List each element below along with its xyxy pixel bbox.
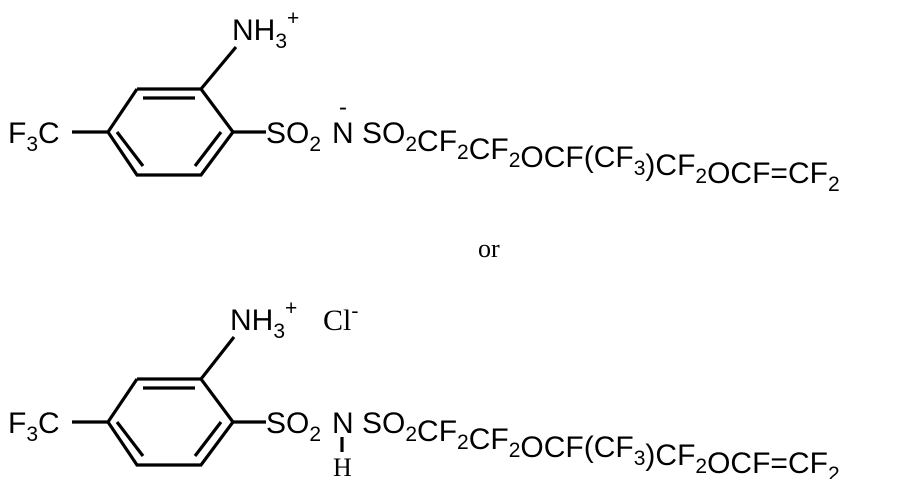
chain-segment: OCF=CF: [707, 447, 828, 479]
ammonium-group: NH3+: [232, 7, 299, 53]
chain-segment: OCF(CF: [520, 431, 633, 464]
nitrogen-negative-charge: -: [339, 94, 347, 121]
sulfonyl-group: SO2: [266, 117, 321, 156]
chain-subscript: 3: [634, 447, 646, 470]
ring-2-inner-bond-right: [193, 421, 223, 457]
chloride-counterion: Cl-: [323, 298, 358, 337]
chain-subscript: 2: [509, 149, 521, 172]
structure-1-anion: NH3+ F3C SO2 N - SO2CF2CF2OCF(CF3)CF2OCF…: [8, 7, 840, 196]
chain-segment: OCF(CF: [520, 141, 633, 174]
chain-segment: CF: [469, 133, 509, 166]
structure-1-benzene-ring: [106, 87, 235, 177]
chain-segment: SO: [362, 117, 405, 150]
chain-segment: )CF: [645, 439, 695, 472]
trifluoromethyl-group: F3C: [8, 407, 60, 446]
bond-ring2-to-nh3: [199, 336, 236, 380]
chain-subscript: 2: [828, 173, 840, 196]
structure-2-hydrochloride: NH3+ Cl- F3C SO2 N H SO2CF2CF2OCF(CF3)CF…: [8, 297, 840, 484]
chain-subscript: 2: [695, 165, 707, 188]
ring-1-inner-bond-bottom: [115, 131, 145, 167]
chain-subscript: 2: [509, 439, 521, 462]
chain-subscript: 2: [457, 141, 469, 164]
sulfonyl-group: SO2: [266, 407, 321, 446]
ring-2-outline: [106, 377, 235, 467]
bond-ring1-to-nh3: [199, 45, 238, 91]
structure-2-benzene-ring: [106, 377, 235, 467]
imide-hydrogen: H: [333, 453, 352, 479]
perfluoro-ether-chain: SO2CF2CF2OCF(CF3)CF2OCF=CF2: [362, 117, 840, 196]
perfluoro-ether-chain: SO2CF2CF2OCF(CF3)CF2OCF=CF2: [362, 407, 840, 479]
ammonium-group: NH3+: [230, 297, 297, 343]
sulfonimide-nitrogen: N: [332, 117, 354, 150]
chain-subscript: 2: [405, 423, 417, 446]
chain-subscript: 3: [634, 157, 646, 180]
chain-segment: SO: [362, 407, 405, 440]
separator-or: or: [478, 234, 500, 263]
chain-subscript: 2: [828, 463, 840, 479]
chain-segment: OCF=CF: [707, 157, 828, 190]
ring-1-inner-bond-right: [193, 131, 223, 167]
trifluoromethyl-group: F3C: [8, 117, 60, 156]
chain-subscript: 2: [405, 133, 417, 156]
ring-2-inner-bond-bottom: [115, 421, 145, 457]
chain-segment: CF: [417, 415, 457, 448]
chain-segment: CF: [417, 125, 457, 158]
chain-subscript: 2: [695, 455, 707, 478]
chain-segment: )CF: [645, 149, 695, 182]
chain-subscript: 2: [457, 431, 469, 454]
sulfonimide-nitrogen: N: [332, 407, 354, 440]
chain-segment: CF: [469, 423, 509, 456]
ring-1-outline: [106, 87, 235, 177]
